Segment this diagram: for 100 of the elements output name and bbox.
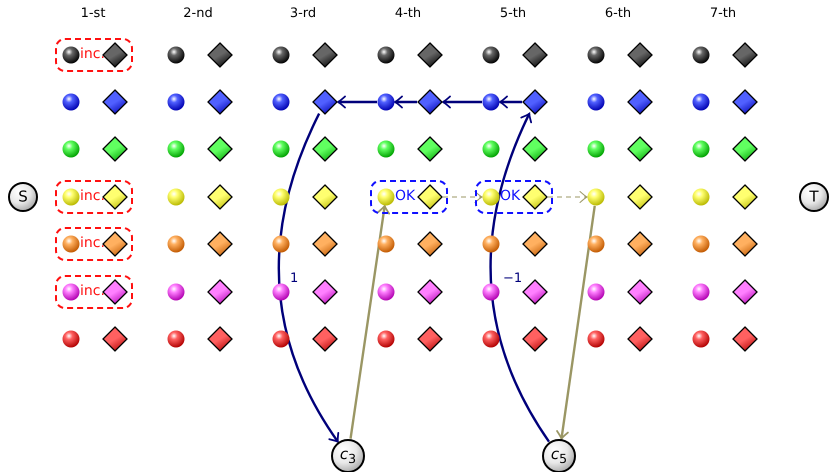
dashed-group-box bbox=[55, 227, 133, 261]
diamond-marker bbox=[312, 136, 338, 162]
diamond-marker bbox=[732, 42, 758, 68]
node-label: c$_{5}$ bbox=[550, 446, 568, 466]
group-label: inc. bbox=[80, 236, 105, 250]
diamond-marker bbox=[102, 326, 128, 352]
ball-marker bbox=[587, 188, 605, 206]
diamond-marker bbox=[627, 42, 653, 68]
diamond-marker bbox=[102, 136, 128, 162]
ball-marker bbox=[377, 140, 395, 158]
diamond-marker bbox=[312, 184, 338, 210]
ball-marker bbox=[62, 330, 80, 348]
ball-marker bbox=[482, 330, 500, 348]
ball-marker bbox=[272, 140, 290, 158]
group-label: inc. bbox=[80, 47, 105, 61]
column-header: 7-th bbox=[710, 6, 736, 21]
ball-marker bbox=[587, 235, 605, 253]
ball-marker bbox=[482, 93, 500, 111]
ball-marker bbox=[272, 235, 290, 253]
diamond-marker bbox=[522, 184, 548, 210]
ball-marker bbox=[482, 235, 500, 253]
ball-marker bbox=[62, 283, 80, 301]
diamond-marker bbox=[522, 136, 548, 162]
ball-marker bbox=[692, 46, 710, 64]
diamond-marker bbox=[417, 279, 443, 305]
column-header: 3-rd bbox=[290, 6, 316, 21]
ball-marker bbox=[272, 188, 290, 206]
diamond-marker bbox=[207, 42, 233, 68]
ball-marker bbox=[692, 140, 710, 158]
diamond-marker bbox=[102, 231, 128, 257]
ball-marker bbox=[62, 93, 80, 111]
diamond-marker bbox=[732, 184, 758, 210]
node-label: c$_{3}$ bbox=[338, 446, 358, 466]
terminal-circle bbox=[542, 439, 576, 472]
dashed-group-box bbox=[55, 275, 133, 309]
ball-marker bbox=[167, 93, 185, 111]
column-header: 6-th bbox=[604, 6, 632, 21]
group-label: OK bbox=[395, 189, 416, 203]
diamond-marker bbox=[522, 326, 548, 352]
diamond-marker bbox=[627, 89, 653, 115]
diamond-marker bbox=[627, 279, 653, 305]
diamond-marker bbox=[312, 279, 338, 305]
ball-marker bbox=[587, 330, 605, 348]
ball-marker bbox=[377, 46, 395, 64]
ball-marker bbox=[482, 188, 500, 206]
diamond-marker bbox=[522, 231, 548, 257]
diamond-marker bbox=[312, 231, 338, 257]
dashed-group-box bbox=[370, 180, 448, 214]
diamond-marker bbox=[207, 89, 233, 115]
diamond-marker bbox=[312, 42, 338, 68]
edge-label: −1 bbox=[502, 272, 524, 285]
diamond-marker bbox=[207, 136, 233, 162]
diamond-marker bbox=[207, 231, 233, 257]
ball-marker bbox=[587, 140, 605, 158]
column-header: 5-th bbox=[500, 6, 526, 21]
diamond-marker bbox=[732, 89, 758, 115]
ball-marker bbox=[62, 140, 80, 158]
diamond-marker bbox=[417, 184, 443, 210]
diamond-marker bbox=[732, 326, 758, 352]
ball-marker bbox=[587, 283, 605, 301]
dashed-group-box bbox=[55, 180, 133, 214]
node-label: S bbox=[17, 190, 29, 204]
column-header: 4-th bbox=[394, 6, 422, 21]
ball-marker bbox=[62, 235, 80, 253]
ball-marker bbox=[167, 46, 185, 64]
diamond-marker bbox=[312, 89, 338, 115]
diamond-marker bbox=[102, 42, 128, 68]
diamond-marker bbox=[522, 279, 548, 305]
ball-marker bbox=[692, 283, 710, 301]
diamond-marker bbox=[522, 89, 548, 115]
dashed-group-box bbox=[475, 180, 553, 214]
ball-marker bbox=[377, 93, 395, 111]
ball-marker bbox=[272, 46, 290, 64]
group-label: OK bbox=[500, 189, 520, 203]
diamond-marker bbox=[312, 326, 338, 352]
diamond-marker bbox=[627, 184, 653, 210]
diamond-marker bbox=[207, 184, 233, 210]
diamond-marker bbox=[207, 279, 233, 305]
column-header: 1-st bbox=[80, 6, 106, 21]
diamond-marker bbox=[627, 136, 653, 162]
ball-marker bbox=[692, 235, 710, 253]
diamond-marker bbox=[417, 231, 443, 257]
ball-marker bbox=[587, 46, 605, 64]
ball-marker bbox=[692, 93, 710, 111]
ball-marker bbox=[272, 93, 290, 111]
diamond-marker bbox=[417, 136, 443, 162]
ball-marker bbox=[272, 283, 290, 301]
ball-marker bbox=[167, 140, 185, 158]
diamond-marker bbox=[102, 279, 128, 305]
ball-marker bbox=[377, 283, 395, 301]
diamond-marker bbox=[102, 184, 128, 210]
diamond-marker bbox=[417, 326, 443, 352]
diamond-marker bbox=[417, 42, 443, 68]
ball-marker bbox=[377, 330, 395, 348]
terminal-circle bbox=[331, 439, 365, 472]
ball-marker bbox=[377, 235, 395, 253]
ball-marker bbox=[167, 235, 185, 253]
ball-marker bbox=[692, 188, 710, 206]
diamond-marker bbox=[522, 42, 548, 68]
ball-marker bbox=[587, 93, 605, 111]
